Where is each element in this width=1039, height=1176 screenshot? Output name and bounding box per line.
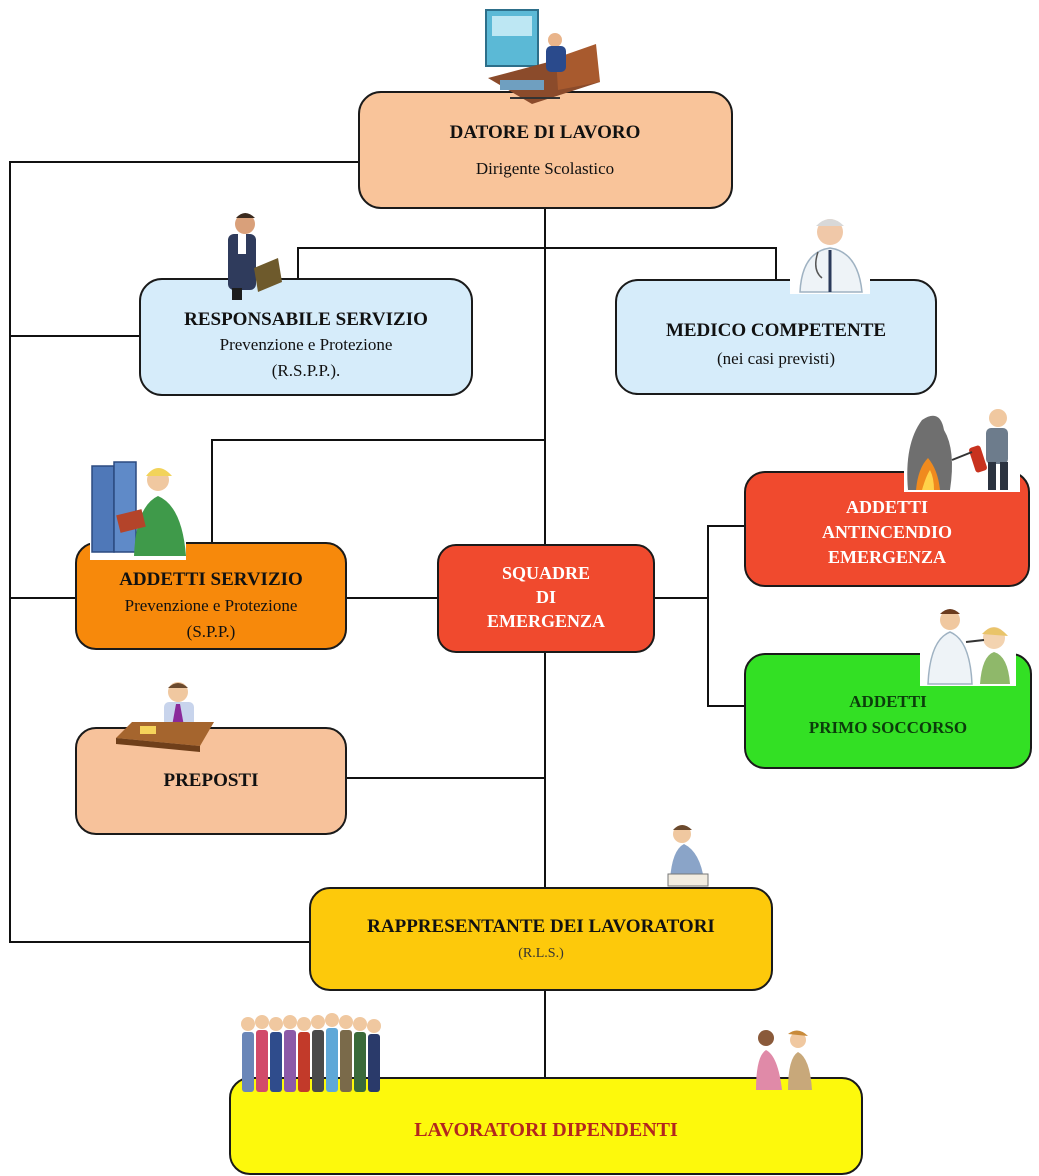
node-preposti: PREPOSTI: [75, 727, 347, 835]
node-datore-subtitle: Dirigente Scolastico: [476, 159, 614, 178]
node-datore-box: [358, 91, 733, 209]
edge-rspp-medico-bar: [297, 247, 777, 280]
node-spp-title: ADDETTI SERVIZIO: [119, 569, 303, 590]
first-aid-icon: [920, 604, 1016, 686]
edge-left-spine: [9, 161, 360, 943]
node-preposti-box: [75, 727, 347, 835]
office-desk-icon: [485, 9, 600, 104]
supervisor-desk-icon: [116, 682, 214, 752]
crowd-icon: [241, 1013, 381, 1092]
node-rspp-box: [139, 278, 473, 396]
node-lavoratori: LAVORATORI DIPENDENTI: [229, 1077, 863, 1175]
edge-spp-bar: [211, 439, 545, 543]
node-rls: RAPPRESENTANTE DEI LAVORATORI (R.L.S.): [309, 887, 773, 991]
node-rls-subtitle: (R.L.S.): [518, 946, 564, 961]
node-lavoratori-box: [229, 1077, 863, 1175]
node-medico-box: [615, 279, 937, 395]
node-antincendio-line1: ADDETTI: [846, 497, 928, 517]
node-soccorso-line1: ADDETTI: [849, 692, 927, 711]
node-spp-line2: Prevenzione e Protezione: [125, 596, 298, 615]
node-rspp-line3: (R.S.P.P.).: [272, 361, 341, 380]
node-antincendio-line3: EMERGENZA: [828, 547, 946, 567]
node-spp-box: [75, 542, 347, 650]
couple-icon: [756, 1030, 812, 1090]
node-antincendio: ADDETTI ANTINCENDIO EMERGENZA: [744, 471, 1030, 587]
node-rspp: RESPONSABILE SERVIZIO Prevenzione e Prot…: [139, 278, 473, 396]
fire-extinguisher-icon: [904, 404, 1020, 492]
node-squadre-line3: EMERGENZA: [487, 611, 605, 631]
edge-branch-antincendio: [707, 525, 745, 707]
node-rspp-title: RESPONSABILE SERVIZIO: [184, 309, 428, 330]
node-rspp-line2: Prevenzione e Protezione: [220, 335, 393, 354]
node-datore-title: DATORE DI LAVORO: [450, 122, 641, 143]
node-squadre-line1: SQUADRE: [502, 563, 590, 583]
connectors: [9, 161, 777, 1078]
node-medico-title: MEDICO COMPETENTE: [666, 320, 886, 341]
node-antincendio-box: [744, 471, 1030, 587]
node-rls-title: RAPPRESENTANTE DEI LAVORATORI: [367, 916, 715, 937]
node-squadre-box: [437, 544, 655, 653]
node-datore: DATORE DI LAVORO Dirigente Scolastico: [358, 91, 733, 209]
node-lavoratori-title: LAVORATORI DIPENDENTI: [414, 1119, 678, 1141]
node-spp-line3: (S.P.P.): [187, 622, 236, 641]
node-preposti-title: PREPOSTI: [163, 770, 258, 791]
node-squadre-line2: DI: [536, 587, 556, 607]
node-rls-box: [309, 887, 773, 991]
node-antincendio-line2: ANTINCENDIO: [822, 522, 952, 542]
worker-representative-icon: [667, 825, 709, 887]
node-medico: MEDICO COMPETENTE (nei casi previsti): [615, 279, 937, 395]
businessman-icon: [228, 213, 282, 300]
node-squadre: SQUADRE DI EMERGENZA: [437, 544, 655, 653]
node-medico-subtitle: (nei casi previsti): [717, 349, 835, 368]
node-spp: ADDETTI SERVIZIO Prevenzione e Protezion…: [75, 542, 347, 650]
node-soccorso-line2: PRIMO SOCCORSO: [809, 718, 967, 737]
doctor-icon: [790, 210, 870, 294]
worker-file-icon: [90, 461, 186, 560]
